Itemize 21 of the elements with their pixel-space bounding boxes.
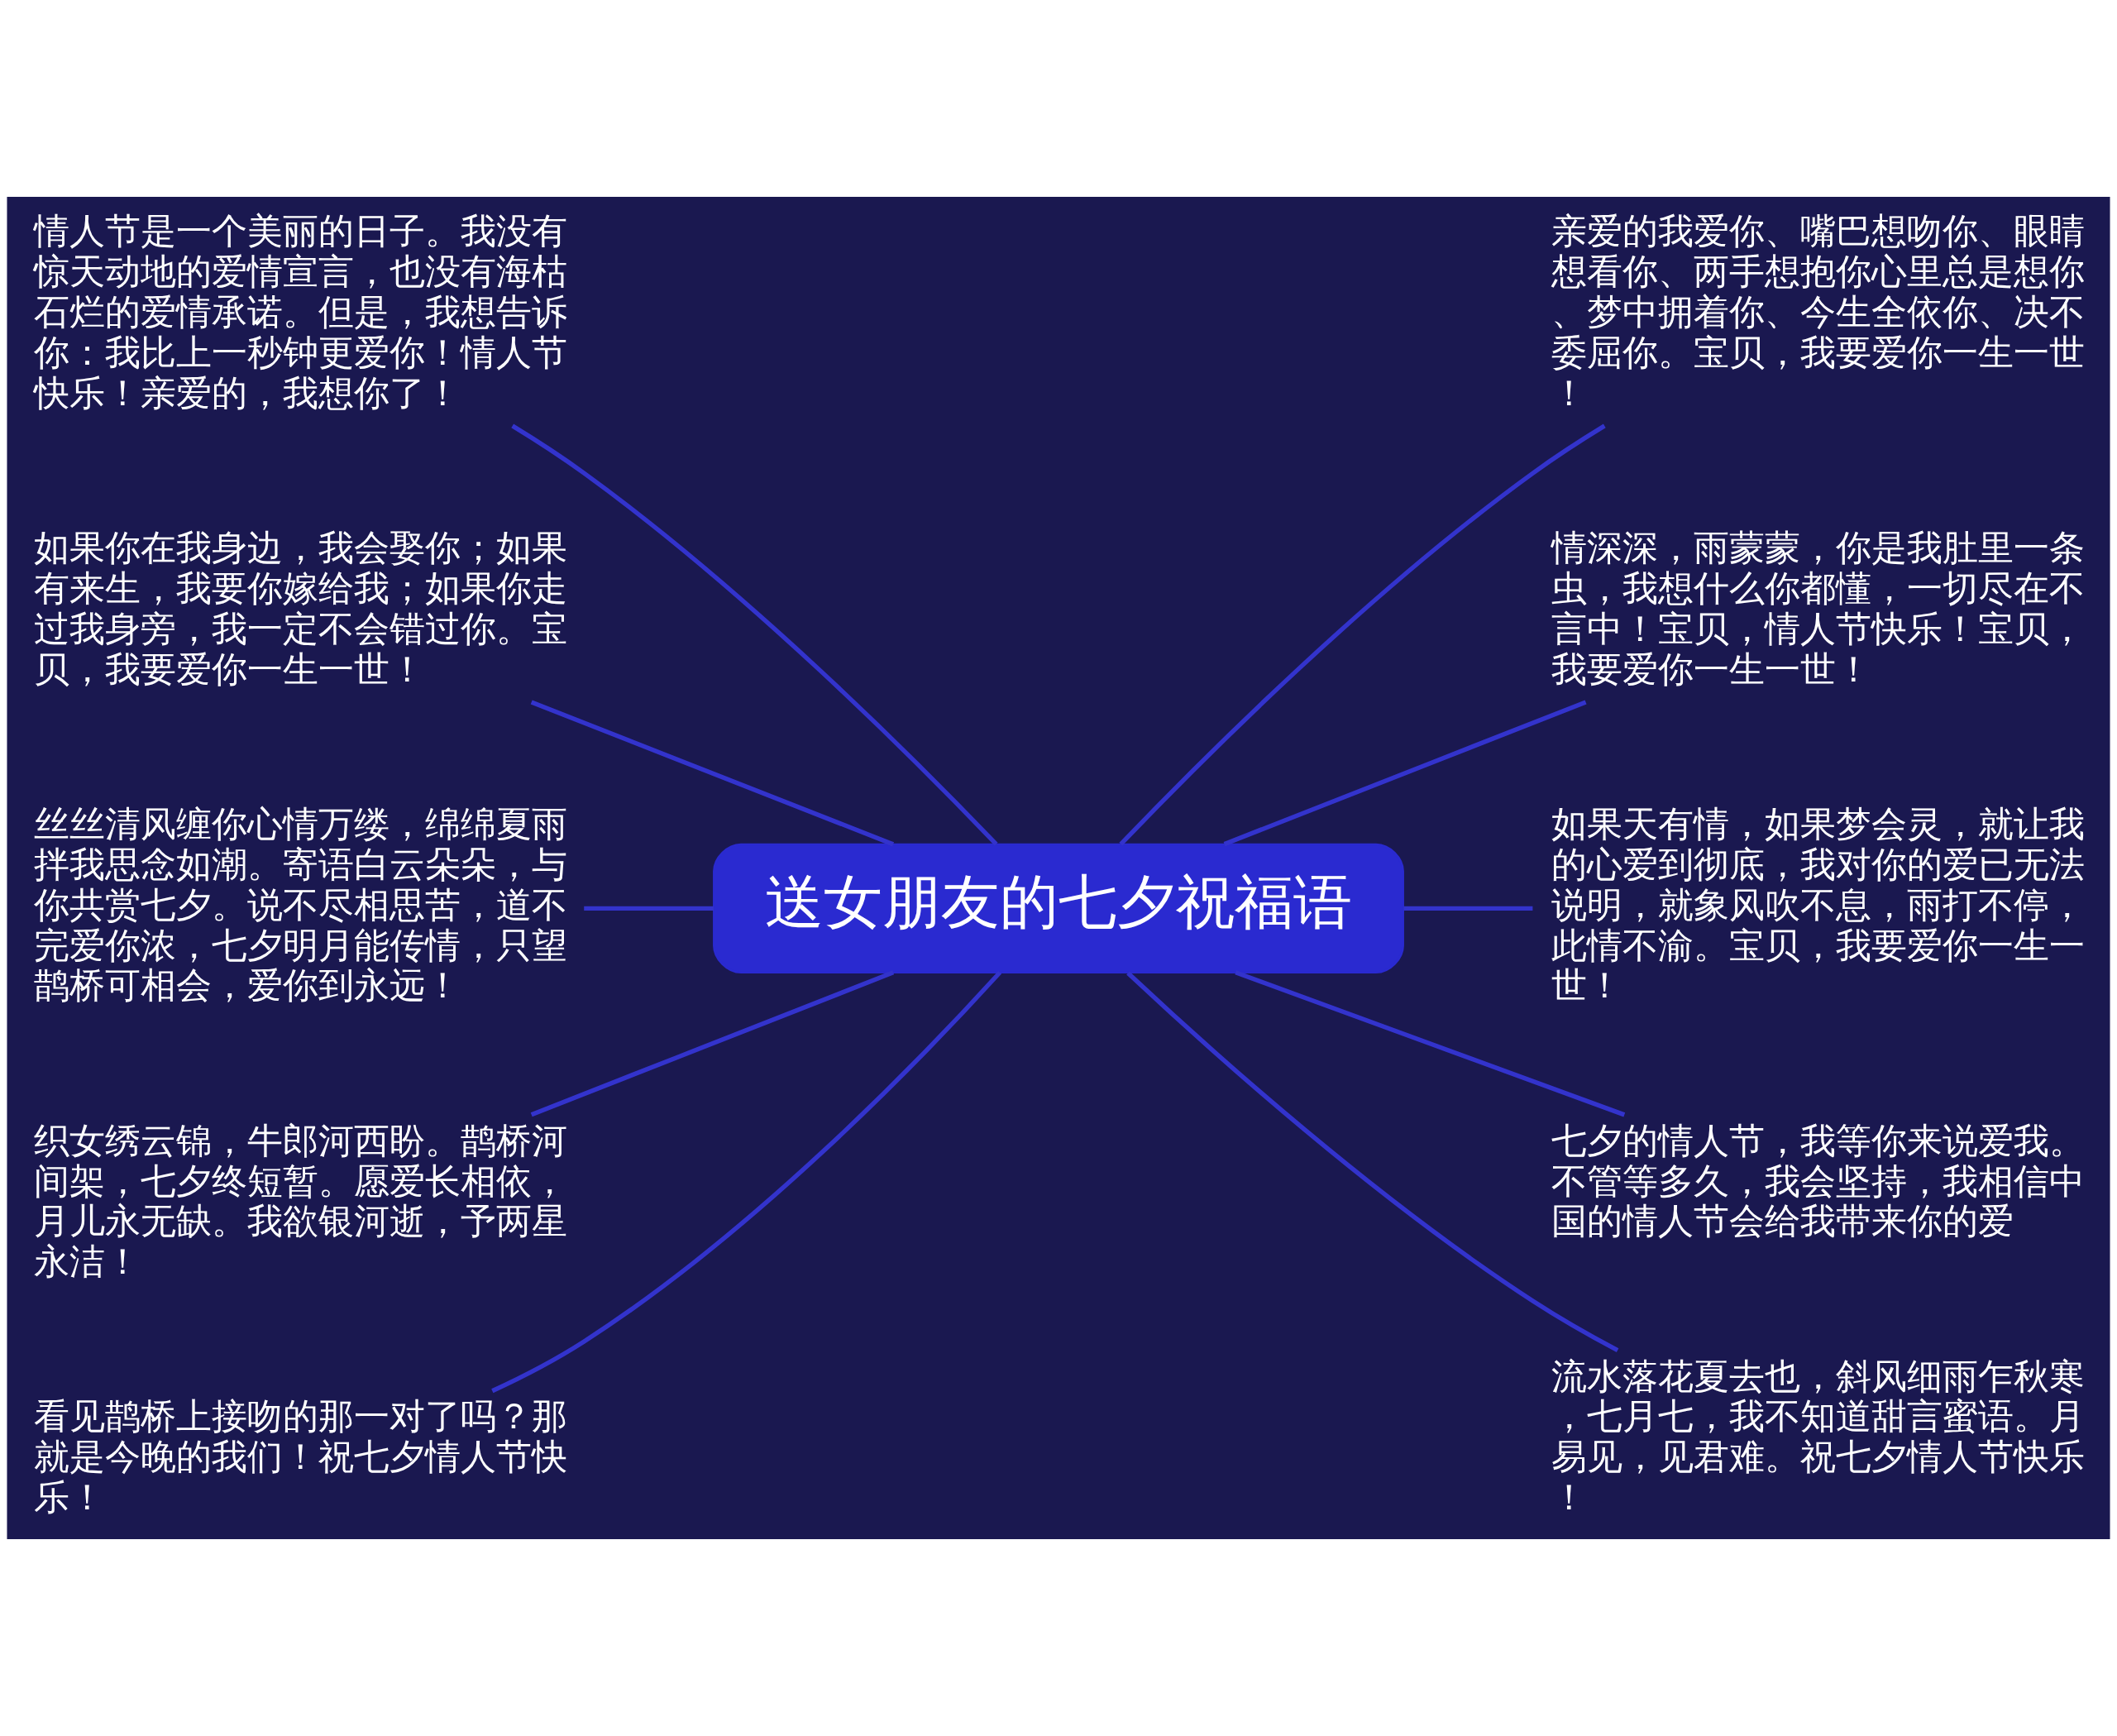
connector xyxy=(530,700,895,847)
connector xyxy=(491,970,1002,1394)
node-text: 如果天有情，如果梦会灵，就让我的心爱到彻底，我对你的爱已无法说明，就象风吹不息，雨打不停，此情不渝。宝贝，我要爱你一生一世！ xyxy=(1551,802,2085,1007)
connector xyxy=(530,970,895,1117)
node-text: 看见鹊桥上接吻的那一对了吗？那就是今晚的我们！祝七夕情人节快乐！ xyxy=(34,1395,568,1518)
node-text: 如果你在我身边，我会娶你；如果有来生，我要你嫁给我；如果你走过我身旁，我一定不会错过你。宝贝，我要爱你一生一世！ xyxy=(34,527,568,690)
node-text: 流水落花夏去也，斜风细雨乍秋寒，七月七，我不知道甜言蜜语。月易见，见君难。祝七夕情人节快乐！ xyxy=(1551,1355,2085,1518)
node-text: 丝丝清风缠你心情万缕，绵绵夏雨拌我思念如潮。寄语白云朵朵，与你共赏七夕。说不尽相思苦，道不完爱你浓，七夕明月能传情，只望鹊桥可相会，爱你到永远！ xyxy=(34,802,568,1007)
connector xyxy=(1403,906,1533,911)
connector xyxy=(1235,970,1626,1117)
connector xyxy=(1126,971,1619,1353)
node-text: 亲爱的我爱你、嘴巴想吻你、眼睛想看你、两手想抱你心里总是想你、梦中拥着你、今生全依你、决不委屈你。宝贝，我要爱你一生一世！ xyxy=(1551,210,2085,414)
connector xyxy=(1223,700,1587,847)
node-text: 织女绣云锦，牛郎河西盼。鹊桥河间架，七夕终短暂。愿爱长相依，月儿永无缺。我欲银河逝，予两星永洁！ xyxy=(34,1119,568,1283)
node-box: 送女朋友的七夕祝福语 xyxy=(713,843,1404,974)
connector xyxy=(584,906,714,911)
node-text: 七夕的情人节，我等你来说爱我。不管等多久，我会坚持，我相信中国的情人节会给我带来你的爱 xyxy=(1551,1119,2085,1242)
node-text: 情人节是一个美丽的日子。我没有惊天动地的爱情宣言，也没有海枯石烂的爱情承诺。但是，我想告诉你：我比上一秒钟更爱你！情人节快乐！亲爱的，我想你了！ xyxy=(34,210,568,414)
node-text: 情深深，雨蒙蒙，你是我肚里一条虫，我想什么你都懂，一切尽在不言中！宝贝，情人节快乐！宝贝，我要爱你一生一世！ xyxy=(1551,527,2085,690)
connector xyxy=(1119,423,1606,846)
connector xyxy=(511,423,998,846)
